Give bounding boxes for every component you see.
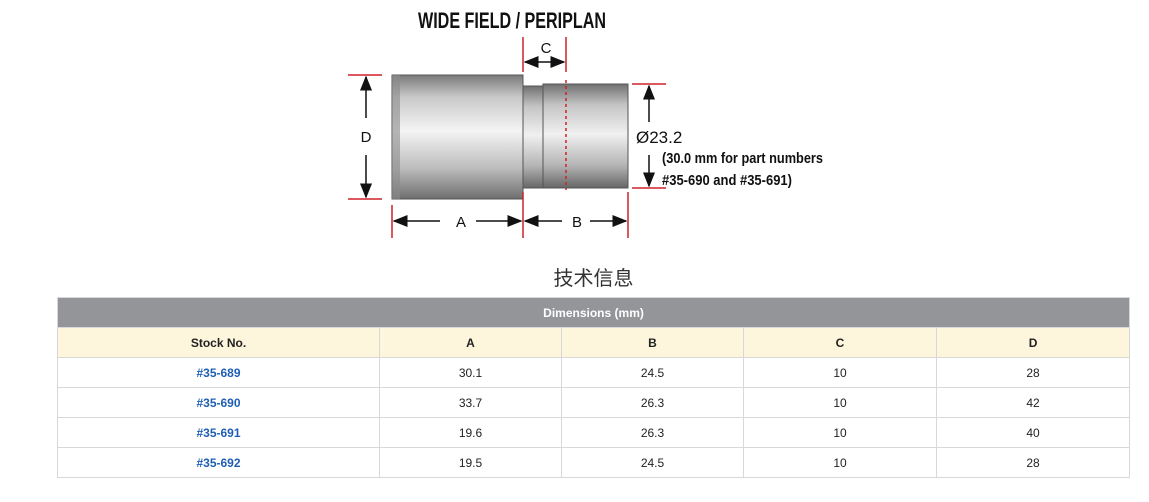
dimension-b: B — [523, 192, 629, 238]
column-header-d: D — [935, 327, 1131, 358]
table-row: #35-691 19.6 26.3 10 40 — [57, 417, 1131, 448]
table-row: #35-690 33.7 26.3 10 42 — [57, 387, 1131, 418]
column-header-a: A — [379, 327, 562, 358]
table-row: #35-692 19.5 24.5 10 28 — [57, 447, 1131, 478]
stock-link[interactable]: #35-689 — [196, 365, 241, 380]
cell-d: 28 — [935, 447, 1131, 478]
column-header-b: B — [561, 327, 744, 358]
cell-a: 19.5 — [379, 447, 562, 478]
diagram-title: WIDE FIELD / PERIPLAN — [418, 8, 606, 33]
table-row: #35-689 30.1 24.5 10 28 — [57, 357, 1131, 388]
label-c: C — [541, 40, 552, 57]
stock-link[interactable]: #35-690 — [196, 395, 241, 410]
label-a: A — [456, 214, 466, 231]
eyepiece-illustration — [391, 74, 629, 200]
column-header-stock-no: Stock No. — [57, 327, 380, 358]
cell-c: 10 — [743, 387, 937, 418]
dimension-diameter: Ø23.2 (30.0 mm for part numbers #35-690 … — [632, 83, 823, 189]
dimension-c: C — [522, 37, 567, 72]
stock-link[interactable]: #35-692 — [196, 455, 241, 470]
stock-cell: #35-690 — [57, 387, 380, 418]
stock-cell: #35-692 — [57, 447, 380, 478]
table-group-header-row: Dimensions (mm) — [56, 297, 1131, 328]
cell-c: 10 — [743, 447, 937, 478]
column-header-c: C — [743, 327, 937, 358]
diameter-label: Ø23.2 — [636, 128, 682, 147]
cell-c: 10 — [743, 417, 937, 448]
cell-b: 24.5 — [561, 357, 744, 388]
table-header-row: Stock No. A B C D — [57, 327, 1131, 358]
cell-c: 10 — [743, 357, 937, 388]
stock-link[interactable]: #35-691 — [196, 425, 241, 440]
stock-cell: #35-689 — [57, 357, 380, 388]
eyepiece-dimension-diagram: WIDE FIELD / PERIPLAN C D Ø23.2 (30.0 mm… — [348, 8, 823, 238]
dimension-a: A — [391, 192, 524, 238]
diameter-note-line1: (30.0 mm for part numbers — [662, 150, 823, 167]
label-d: D — [361, 129, 372, 146]
group-header-dimensions: Dimensions (mm) — [56, 297, 1131, 328]
stock-cell: #35-691 — [57, 417, 380, 448]
cell-b: 26.3 — [561, 417, 744, 448]
label-b: B — [572, 214, 582, 231]
cell-d: 28 — [935, 357, 1131, 388]
cell-b: 26.3 — [561, 387, 744, 418]
cell-b: 24.5 — [561, 447, 744, 478]
cell-d: 40 — [935, 417, 1131, 448]
cell-a: 30.1 — [379, 357, 562, 388]
cell-a: 33.7 — [379, 387, 562, 418]
diameter-note-line2: #35-690 and #35-691) — [662, 172, 792, 189]
cell-a: 19.6 — [379, 417, 562, 448]
cell-d: 42 — [935, 387, 1131, 418]
dimensions-table: Dimensions (mm) Stock No. A B C D #35-68… — [56, 297, 1131, 478]
dimension-d: D — [348, 74, 382, 200]
section-title: 技术信息 — [553, 266, 634, 290]
